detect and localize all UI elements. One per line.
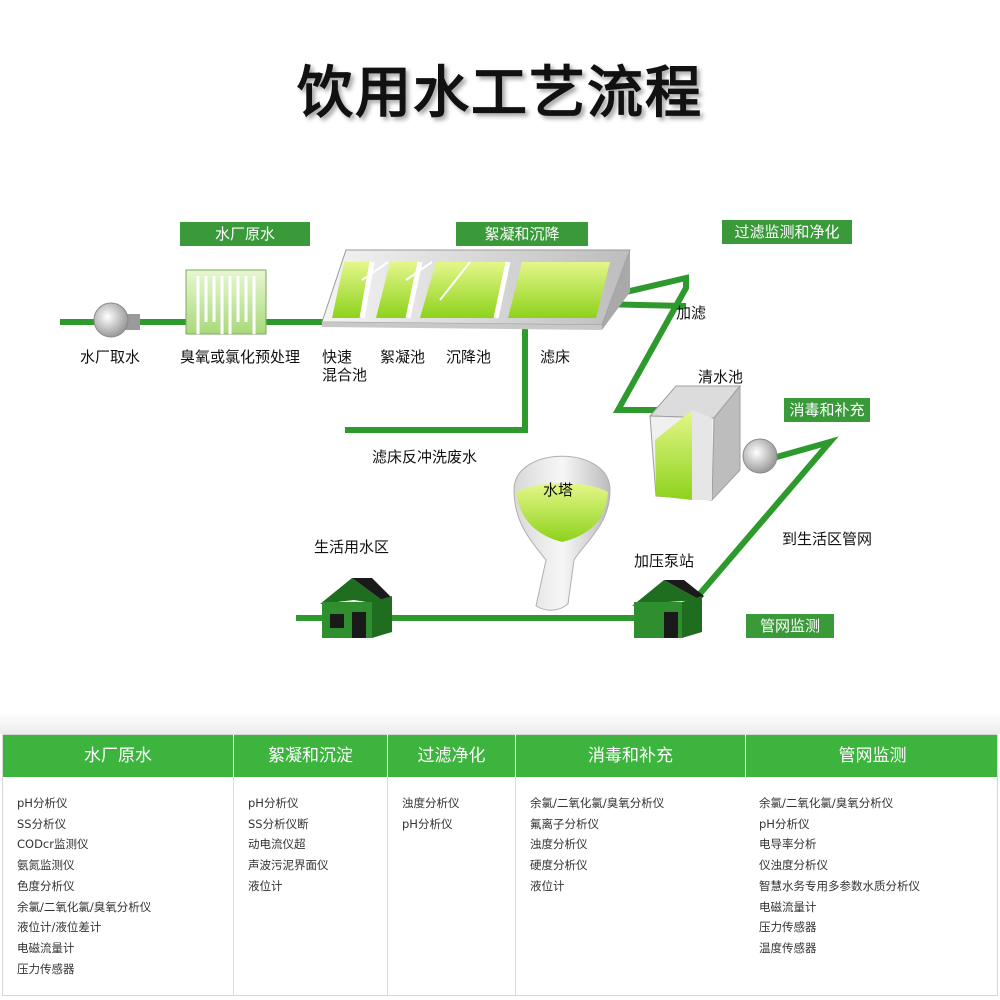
pretreatment-tank-icon (185, 269, 267, 335)
list-item: pH分析仪 (759, 816, 810, 831)
table-header: 水厂原水 絮凝和沉淀 过滤净化 消毒和补充 管网监测 (3, 735, 997, 777)
flocculation-tank-icon (321, 249, 631, 330)
header-disinfection: 消毒和补充 (515, 735, 745, 777)
column-filtration: 浊度分析仪 pH分析仪 (387, 777, 515, 995)
tag-network: 管网监测 (746, 614, 834, 638)
clear-water-tank-icon (648, 384, 742, 502)
booster-station-icon (632, 580, 704, 638)
column-raw-water: pH分析仪 SS分析仪 CODcr监测仪 氨氮监测仪 色度分析仪 余氯/二氧化氯… (3, 777, 233, 995)
list-item: 仪浊度分析仪 (759, 858, 828, 873)
list-item: 氨氮监测仪 (17, 858, 75, 873)
label-rapid-mix-line2: 混合池 (322, 366, 367, 384)
list-item: pH分析仪 (402, 816, 453, 831)
label-rapid-mix-line1: 快速 (322, 348, 352, 366)
disinfection-pump-icon (742, 438, 778, 474)
list-item: 液位计 (248, 878, 283, 893)
list-item: SS分析仪断 (248, 816, 309, 831)
tag-raw-water: 水厂原水 (180, 222, 310, 246)
label-residential: 生活用水区 (314, 538, 389, 556)
list-item: 液位计/液位差计 (17, 920, 102, 935)
list-item: SS分析仪 (17, 816, 67, 831)
list-item: 声波污泥界面仪 (248, 858, 329, 873)
list-item: pH分析仪 (17, 796, 68, 810)
column-network-list: 余氯/二氧化氯/臭氧分析仪 pH分析仪 电导率分析 仪浊度分析仪 智慧水务专用多… (759, 793, 920, 959)
filter-outlet-pipe (599, 274, 689, 413)
tag-flocculation: 絮凝和沉降 (456, 222, 588, 246)
list-item: 压力传感器 (17, 961, 75, 976)
backwash-pipe (345, 322, 528, 433)
header-flocculation: 絮凝和沉淀 (233, 735, 387, 777)
list-item: 余氯/二氧化氯/臭氧分析仪 (759, 796, 894, 810)
water-tower-icon (513, 455, 611, 611)
label-add-filter: 加滤 (676, 304, 706, 322)
list-item: 动电流仪超 (248, 837, 306, 852)
header-network: 管网监测 (745, 735, 999, 777)
column-disinfection: 余氯/二氧化氯/臭氧分析仪 氟离子分析仪 浊度分析仪 硬度分析仪 液位计 余氯/… (515, 777, 999, 995)
list-item: 温度传感器 (759, 940, 817, 955)
list-item: 氟离子分析仪 (530, 816, 599, 831)
house-icon (320, 578, 392, 638)
label-to-network: 到生活区管网 (782, 530, 872, 548)
header-raw-water: 水厂原水 (84, 746, 152, 766)
label-intake: 水厂取水 (80, 348, 140, 366)
label-backwash: 滤床反冲洗废水 (372, 448, 477, 466)
list-item: 电磁流量计 (759, 899, 817, 914)
list-item: 余氯/二氧化氯/臭氧分析仪 (530, 796, 665, 810)
list-item: 浊度分析仪 (530, 837, 588, 852)
list-item: pH分析仪 (248, 796, 299, 810)
label-clear-tank: 清水池 (698, 368, 743, 386)
column-flocculation: pH分析仪 SS分析仪断 动电流仪超 声波污泥界面仪 液位计 (233, 777, 387, 995)
tag-disinfection: 消毒和补充 (784, 398, 870, 422)
list-item: 压力传感器 (759, 920, 817, 935)
list-item: 色度分析仪 (17, 878, 75, 893)
label-pretreatment: 臭氧或氯化预处理 (180, 348, 300, 366)
process-diagram: 水厂取水 臭氧或氯化预处理 快速 混合池 絮凝池 沉降池 滤床 加滤 滤床反冲洗… (60, 249, 872, 638)
label-booster: 加压泵站 (634, 552, 694, 570)
list-item: 智慧水务专用多参数水质分析仪 (759, 878, 920, 893)
list-item: CODcr监测仪 (17, 837, 89, 852)
distribution-pipe (695, 436, 839, 598)
list-item: 浊度分析仪 (402, 796, 460, 810)
section-divider (0, 712, 1000, 734)
list-item: 余氯/二氧化氯/臭氧分析仪 (17, 899, 152, 914)
list-item: 电磁流量计 (17, 940, 75, 955)
list-item: 硬度分析仪 (530, 858, 588, 873)
tag-filtration: 过滤监测和净化 (722, 220, 852, 244)
label-sedimentation: 沉降池 (446, 348, 491, 366)
label-water-tower: 水塔 (543, 481, 573, 499)
list-item: 液位计 (530, 878, 565, 893)
header-filtration: 过滤净化 (387, 735, 515, 777)
label-filter-bed: 滤床 (540, 348, 570, 366)
label-flocculation: 絮凝池 (380, 348, 425, 366)
page-title: 饮用水工艺流程 (297, 60, 703, 126)
list-item: 电导率分析 (759, 837, 817, 852)
instrument-table: 水厂原水 絮凝和沉淀 过滤净化 消毒和补充 管网监测 pH分析仪 SS分析仪 C… (2, 734, 998, 996)
intake-pump-icon (93, 302, 140, 338)
